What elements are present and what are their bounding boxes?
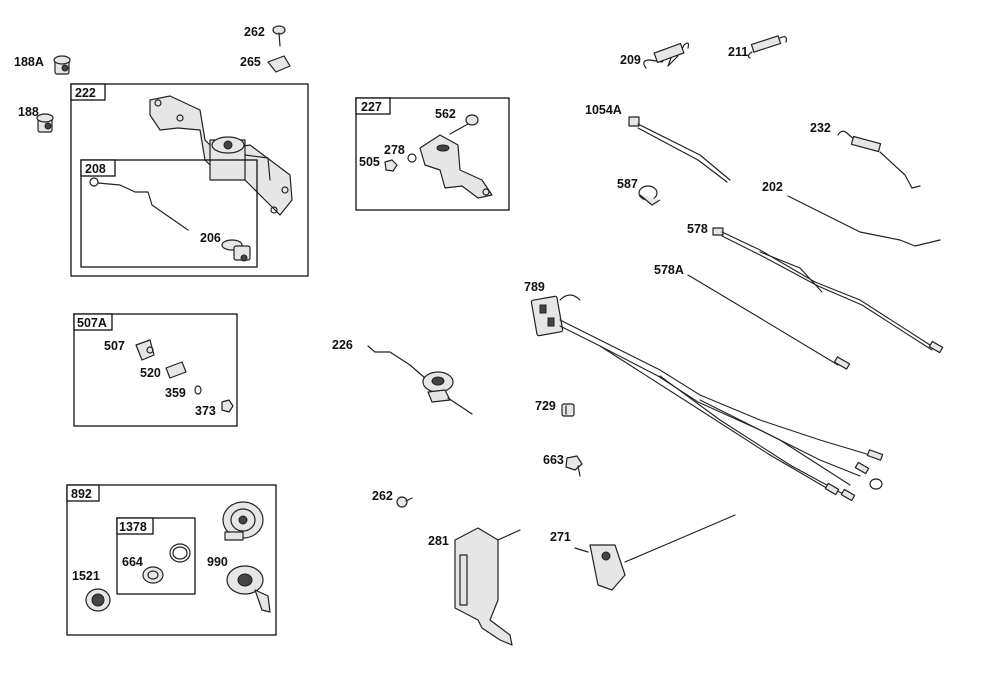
clip-507-part[interactable] [135,339,155,361]
box-label-507a: 507A [77,316,107,330]
box-892: 892 1521 990 [66,484,277,636]
label-663: 663 [543,453,564,467]
label-729: 729 [535,399,556,413]
nut-505-part[interactable] [384,159,398,172]
label-520: 520 [140,366,161,380]
spring-211-part[interactable] [747,35,787,59]
label-211: 211 [728,45,748,59]
label-578: 578 [687,222,708,236]
nut-373-part[interactable] [221,399,234,413]
box-label-1378: 1378 [119,520,147,534]
spring-209-part[interactable] [643,42,690,69]
label-226: 226 [332,338,353,352]
washer-359-part[interactable] [194,385,202,395]
link-rod-208-part[interactable] [89,177,189,231]
label-232: 232 [810,121,831,135]
cap-1521-part[interactable] [85,588,111,612]
nut-664-part[interactable] [142,566,164,584]
bolt-262-top-part[interactable] [272,25,286,47]
label-562: 562 [435,107,456,121]
harness-578-part[interactable] [712,227,944,354]
box-label-892: 892 [71,487,92,501]
label-507: 507 [104,339,125,353]
ignition-switch-part[interactable] [222,501,264,541]
box-227: 227 562 278 505 [355,97,510,211]
label-262-mid: 262 [372,489,393,503]
box-1378: 1378 664 [116,517,196,595]
key-990-part[interactable] [226,565,271,613]
box-507a: 507A 507 520 359 373 [73,313,238,427]
clip-265-part[interactable] [267,55,291,73]
ring-1378-part[interactable] [169,543,191,563]
label-373: 373 [195,404,216,418]
box-208: 208 206 [80,159,258,268]
label-206: 206 [200,231,221,245]
screw-188-part[interactable] [36,113,54,133]
label-664: 664 [122,555,143,569]
label-990: 990 [207,555,228,569]
label-265: 265 [240,55,261,69]
label-281: 281 [428,534,449,548]
clip-729-part[interactable] [561,403,575,417]
plate-520-part[interactable] [165,361,187,379]
box-222: 222 [70,83,309,277]
box-label-222: 222 [75,86,96,100]
box-label-208: 208 [85,162,106,176]
bolt-262-mid-part[interactable] [396,496,413,508]
label-278: 278 [384,143,405,157]
label-359: 359 [165,386,186,400]
label-202: 202 [762,180,783,194]
label-587: 587 [617,177,638,191]
label-505: 505 [359,155,380,169]
label-789: 789 [524,280,545,294]
wiring-harness-789-part[interactable] [530,294,884,502]
throttle-control-226-part[interactable] [367,345,473,415]
label-188: 188 [18,105,39,119]
bolt-562-part[interactable] [449,114,479,135]
bracket-222-part[interactable] [149,95,293,216]
spring-232-part[interactable] [837,130,921,189]
label-271: 271 [550,530,571,544]
screw-206-part[interactable] [221,239,251,262]
label-578a: 578A [654,263,684,277]
washer-278-part[interactable] [407,153,417,163]
clamp-587-part[interactable] [638,185,661,206]
screw-188a-part[interactable] [53,55,71,75]
label-1054a: 1054A [585,103,622,117]
choke-control-271-part[interactable] [574,514,736,591]
bracket-227-part[interactable] [419,134,493,199]
cable-tie-1054a-part[interactable] [628,116,731,183]
wire-578a-part[interactable] [687,274,851,370]
box-label-227: 227 [361,100,382,114]
label-1521: 1521 [72,569,100,583]
rod-202-part[interactable] [787,195,941,247]
label-209: 209 [620,53,641,67]
label-262-top: 262 [244,25,265,39]
label-188a: 188A [14,55,44,69]
bolt-663-part[interactable] [565,455,583,477]
bracket-281-part[interactable] [454,527,521,646]
